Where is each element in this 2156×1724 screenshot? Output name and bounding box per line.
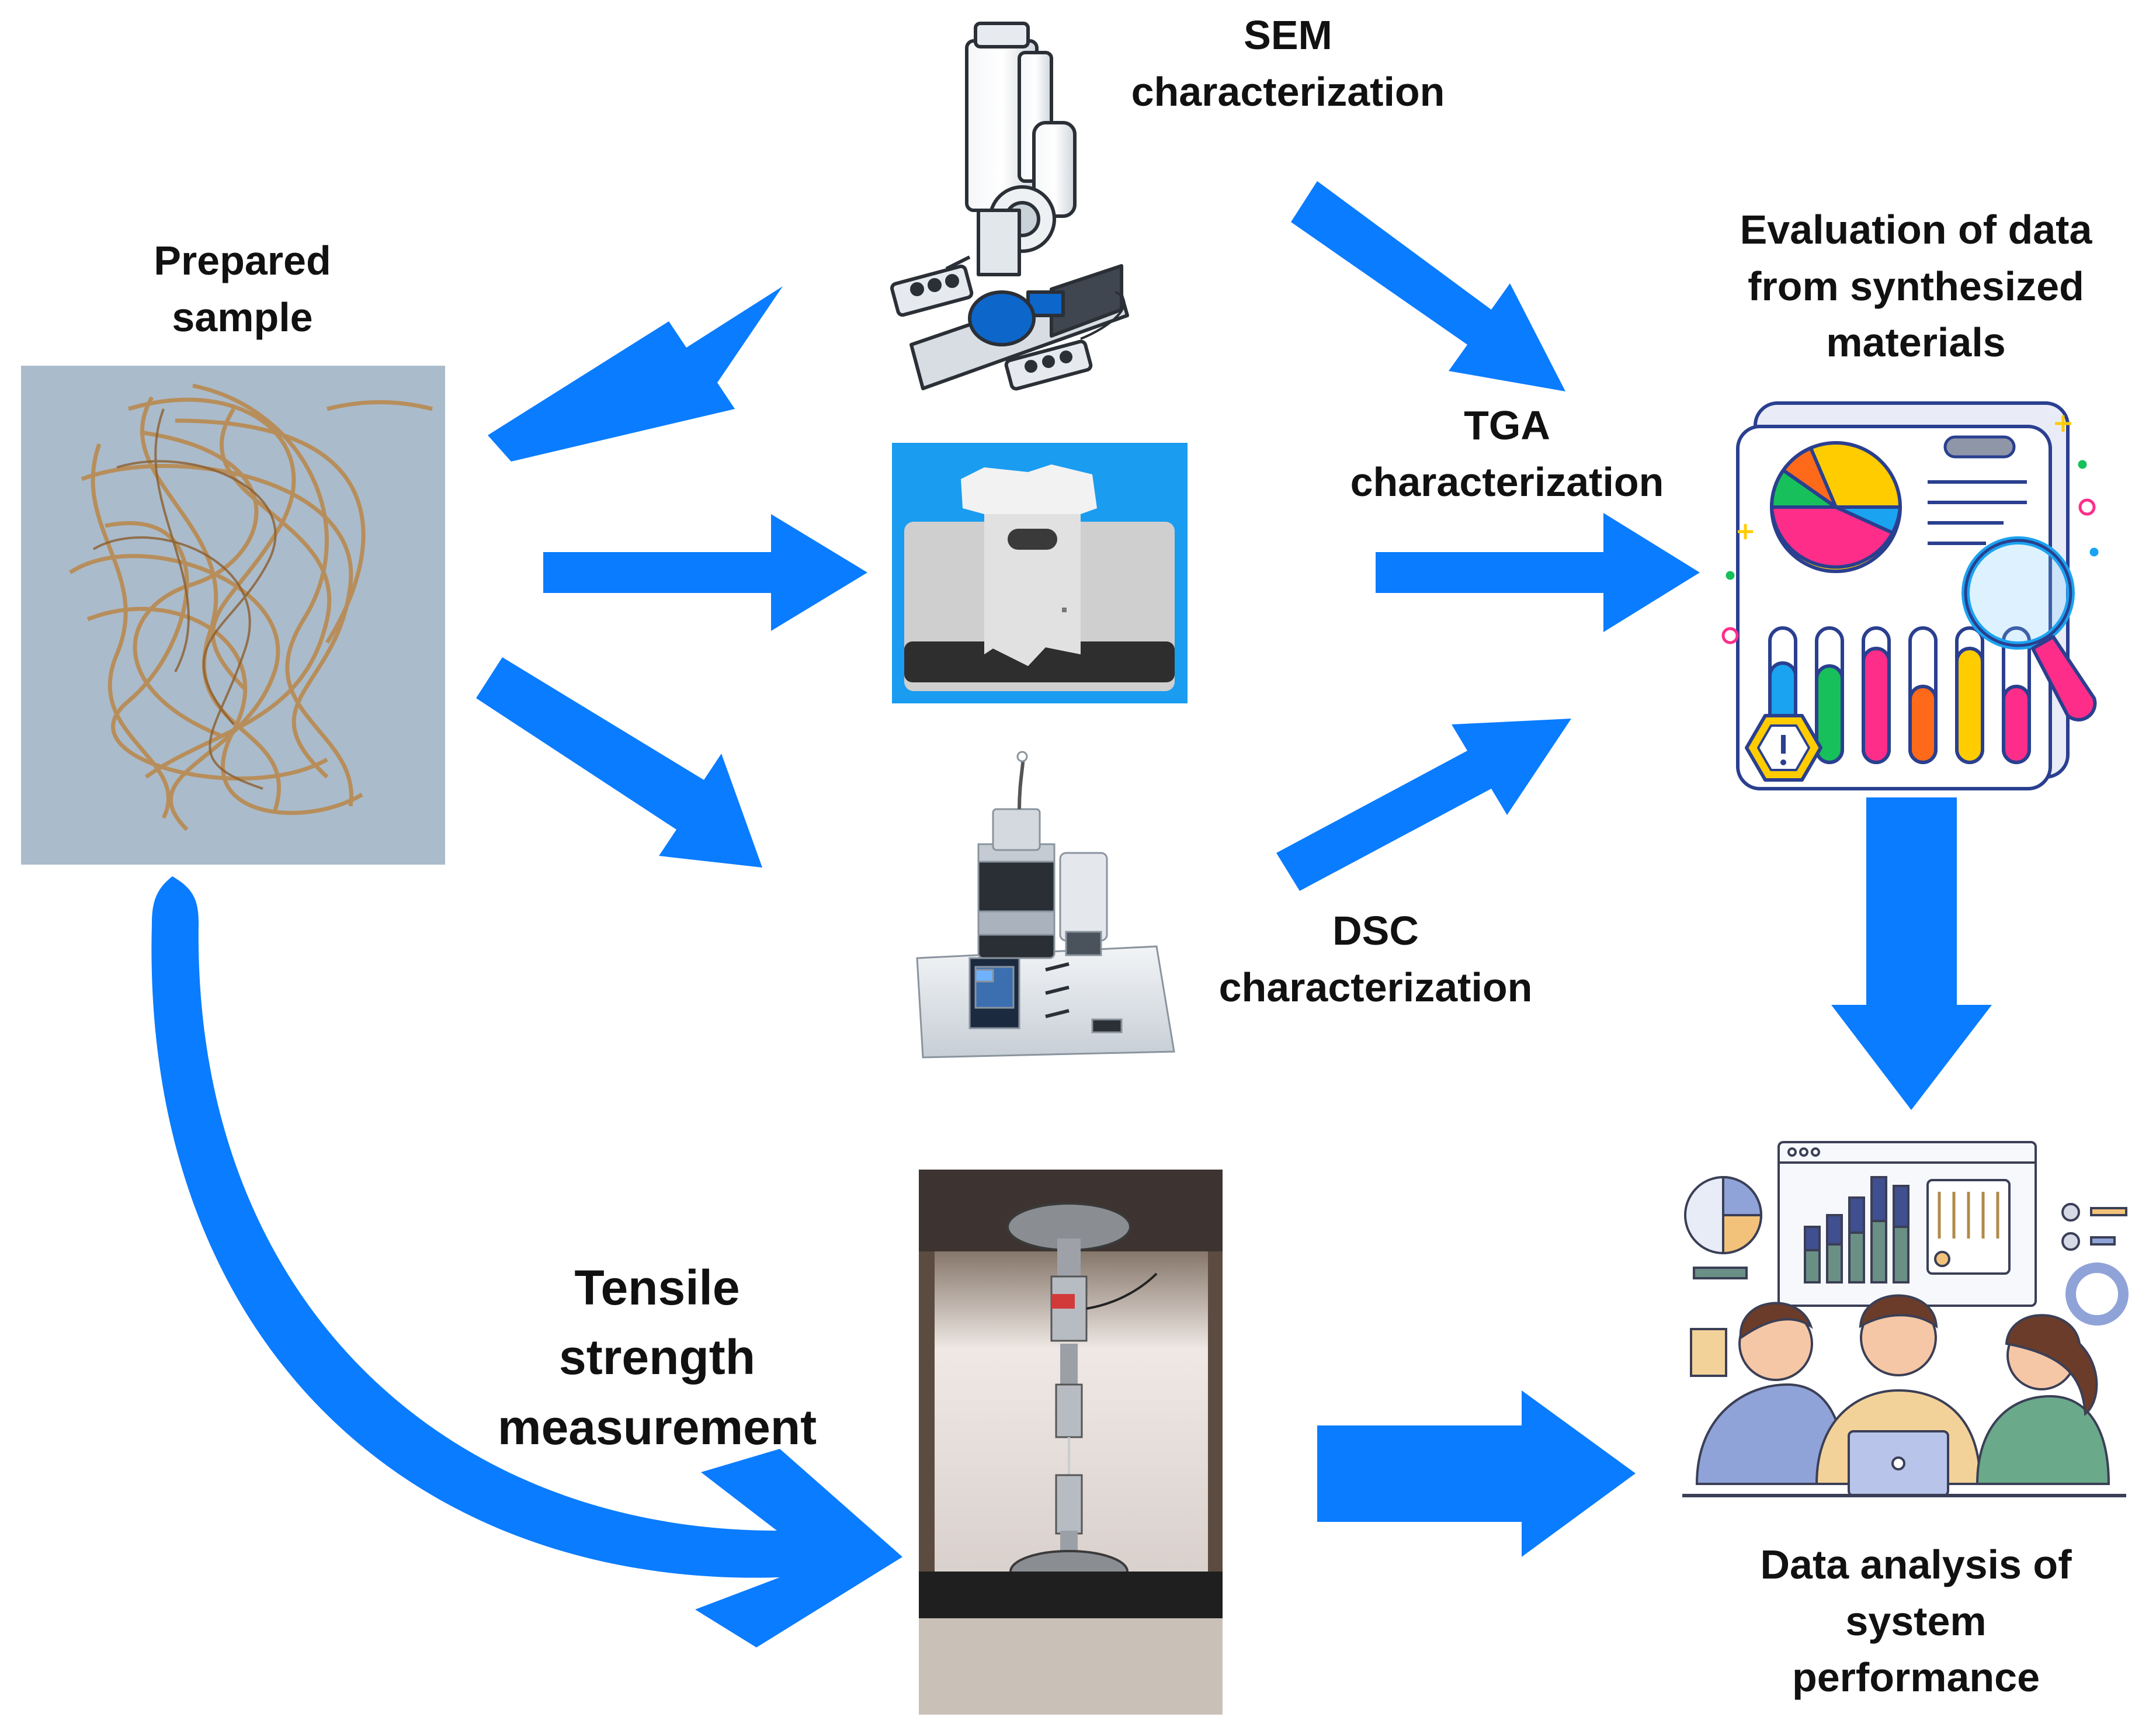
label-dsc-characterization: DSC characterization bbox=[1218, 908, 1533, 1010]
label-sem-characterization: SEM characterization bbox=[1131, 12, 1445, 115]
label-data-analysis: Data analysis of system performance bbox=[1760, 1542, 2072, 1701]
label-evaluation: Evaluation of data from synthesized mate… bbox=[1740, 207, 2092, 366]
label-prepared-sample: Prepared sample bbox=[154, 238, 331, 340]
arrow-sample-to-dsc bbox=[476, 657, 762, 868]
tga-instrument-icon bbox=[892, 443, 1188, 703]
tensile-tester-photo bbox=[919, 1170, 1223, 1715]
arrow-sample-to-sem bbox=[488, 286, 783, 462]
arrow-evaluation-to-analysis bbox=[1831, 797, 1992, 1110]
arrow-sample-to-tga bbox=[543, 514, 867, 631]
arrows bbox=[151, 181, 1992, 1647]
team-dashboard-icon bbox=[1682, 1141, 2129, 1497]
arrow-sem-to-evaluation bbox=[1291, 181, 1565, 391]
sample-photo bbox=[21, 366, 445, 865]
arrow-tensile-to-analysis bbox=[1317, 1390, 1636, 1557]
report-magnifier-icon bbox=[1721, 401, 2099, 790]
label-tga-characterization: TGA characterization bbox=[1350, 403, 1664, 505]
dsc-instrument-icon bbox=[916, 751, 1175, 1059]
arrow-sample-to-tensile bbox=[151, 876, 902, 1647]
sem-microscope-icon bbox=[890, 22, 1129, 391]
arrow-dsc-to-evaluation bbox=[1276, 719, 1571, 891]
arrow-tga-to-evaluation bbox=[1376, 513, 1700, 632]
label-tensile-strength: Tensile strength measurement bbox=[497, 1260, 817, 1455]
